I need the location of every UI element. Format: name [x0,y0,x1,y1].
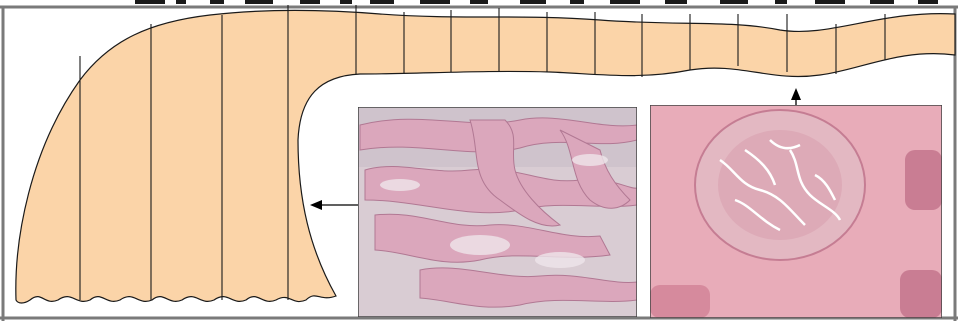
top-edge-fragments [135,0,938,4]
arrow-to-ampulla [310,200,358,210]
ampulla-micrograph [358,107,637,317]
arrow-to-isthmus [791,88,801,105]
isthmus-micrograph [650,105,942,318]
